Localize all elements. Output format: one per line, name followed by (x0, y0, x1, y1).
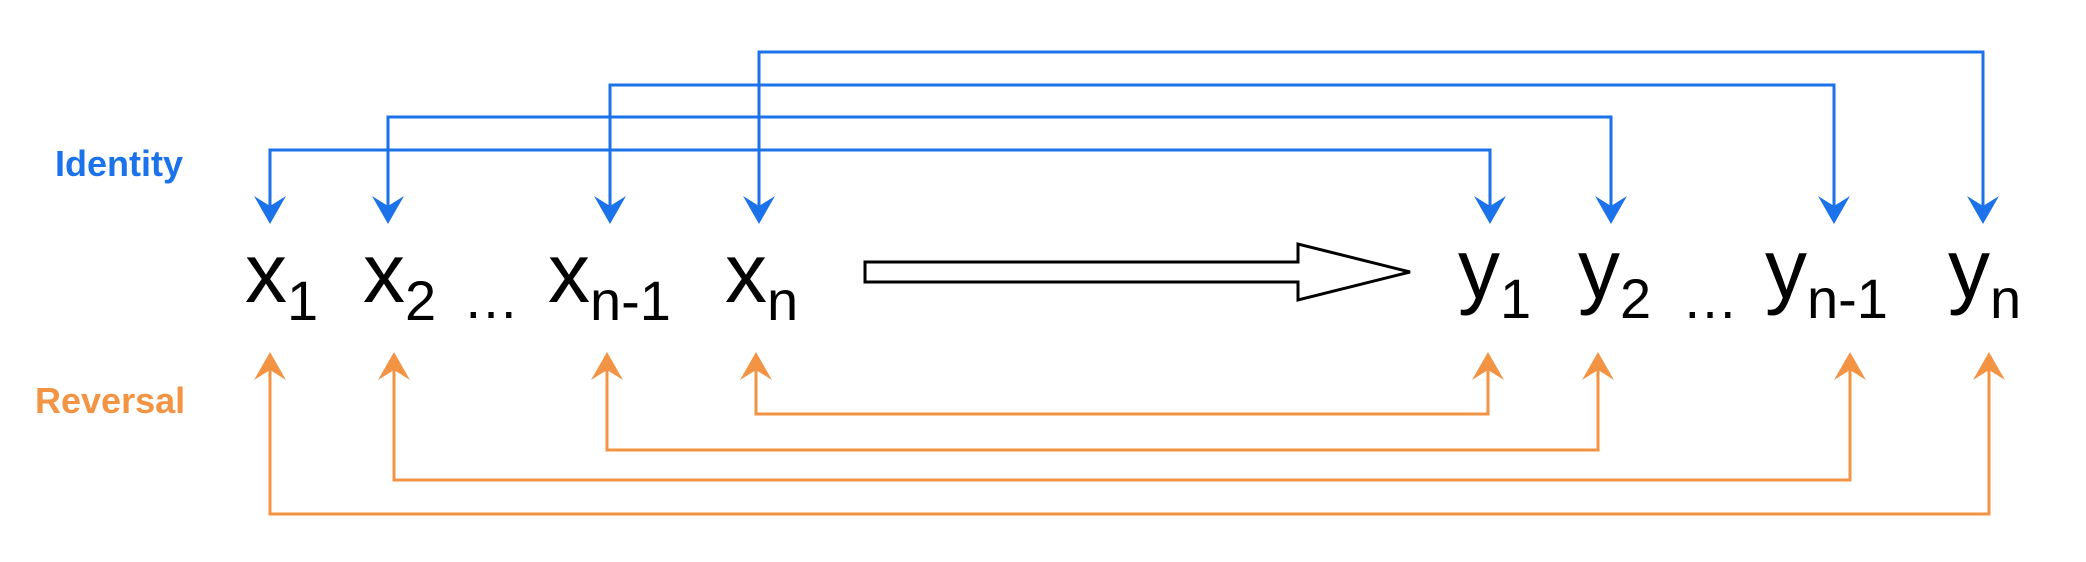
arrowhead-down-icon (743, 196, 775, 224)
target-term-yn: yn (1948, 222, 2021, 330)
arrowhead-up-icon (254, 352, 286, 380)
reversal-connectors (268, 368, 1991, 516)
target-ellipsis: … (1682, 267, 1738, 330)
arrowhead-up-icon (591, 352, 623, 380)
target-sequence: y1 y2 … yn-1 yn (1458, 222, 2021, 330)
source-sequence: x1 x2 … xn-1 xn (245, 226, 798, 332)
target-term-y1: y1 (1458, 222, 1531, 330)
arrowhead-down-icon (594, 196, 626, 224)
target-term-yn-1: yn-1 (1765, 222, 1888, 330)
source-term-xn-1: xn-1 (548, 226, 671, 332)
arrowhead-up-icon (1472, 352, 1504, 380)
transform-arrow-icon (863, 242, 1411, 302)
arrowhead-up-icon (378, 352, 410, 380)
arrowhead-down-icon (372, 196, 404, 224)
reversal-link-xn1-y2 (605, 368, 1600, 452)
arrowhead-up-icon (1834, 352, 1866, 380)
identity-link-xn1-yn1 (608, 83, 1836, 212)
identity-link-xn-yn (757, 50, 1985, 212)
arrowhead-down-icon (1474, 196, 1506, 224)
arrowhead-down-icon (1595, 196, 1627, 224)
source-ellipsis: … (463, 267, 519, 330)
arrowhead-up-icon (1973, 352, 2005, 380)
source-term-x1: x1 (245, 226, 318, 332)
reversal-arrowheads (254, 352, 2005, 380)
reversal-legend-label: Reversal (35, 380, 185, 421)
arrowhead-up-icon (1582, 352, 1614, 380)
identity-link-x2-y2 (386, 115, 1613, 212)
source-term-xn: xn (725, 226, 798, 332)
reversal-link-x2-yn1 (392, 368, 1852, 482)
arrowhead-down-icon (1818, 196, 1850, 224)
identity-connectors (268, 50, 1985, 212)
arrowhead-up-icon (740, 352, 772, 380)
arrowhead-down-icon (254, 196, 286, 224)
reversal-link-x1-yn (268, 368, 1991, 516)
identity-link-x1-y1 (268, 148, 1492, 212)
target-term-y2: y2 (1578, 222, 1651, 330)
identity-arrowheads (254, 196, 1999, 224)
source-term-x2: x2 (363, 226, 436, 332)
identity-legend-label: Identity (55, 143, 183, 184)
reversal-link-xn-y1 (754, 368, 1490, 416)
arrowhead-down-icon (1967, 196, 1999, 224)
